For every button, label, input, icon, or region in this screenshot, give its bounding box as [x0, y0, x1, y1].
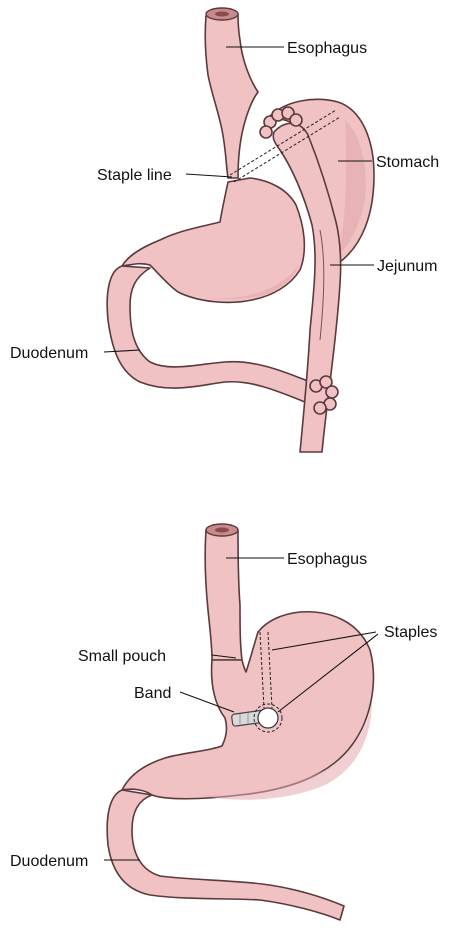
bottom-esophagus — [205, 530, 242, 660]
bottom-esophagus-opening — [215, 528, 229, 533]
top-figure: Esophagus Stomach Staple line Jejunum Du… — [10, 8, 439, 452]
bottom-label-duodenum: Duodenum — [10, 853, 88, 870]
top-stomach-body — [122, 178, 304, 302]
top-label-esophagus: Esophagus — [287, 40, 367, 57]
top-label-stomach: Stomach — [376, 154, 439, 171]
bottom-label-staples: Staples — [384, 624, 437, 641]
top-esophagus — [205, 14, 258, 178]
bottom-label-small-pouch: Small pouch — [78, 648, 166, 665]
top-label-jejunum: Jejunum — [377, 258, 437, 275]
bottom-duodenum — [107, 790, 344, 920]
bottom-figure: Esophagus Staples Small pouch Band Duode… — [10, 524, 437, 920]
top-leader-staple-line — [186, 174, 232, 177]
bottom-label-band: Band — [134, 685, 171, 702]
top-label-staple-line: Staple line — [97, 167, 172, 184]
top-label-duodenum: Duodenum — [10, 345, 88, 362]
bottom-label-esophagus: Esophagus — [287, 551, 367, 568]
bottom-stoma-circle — [258, 708, 278, 728]
top-esophagus-opening — [215, 12, 229, 17]
